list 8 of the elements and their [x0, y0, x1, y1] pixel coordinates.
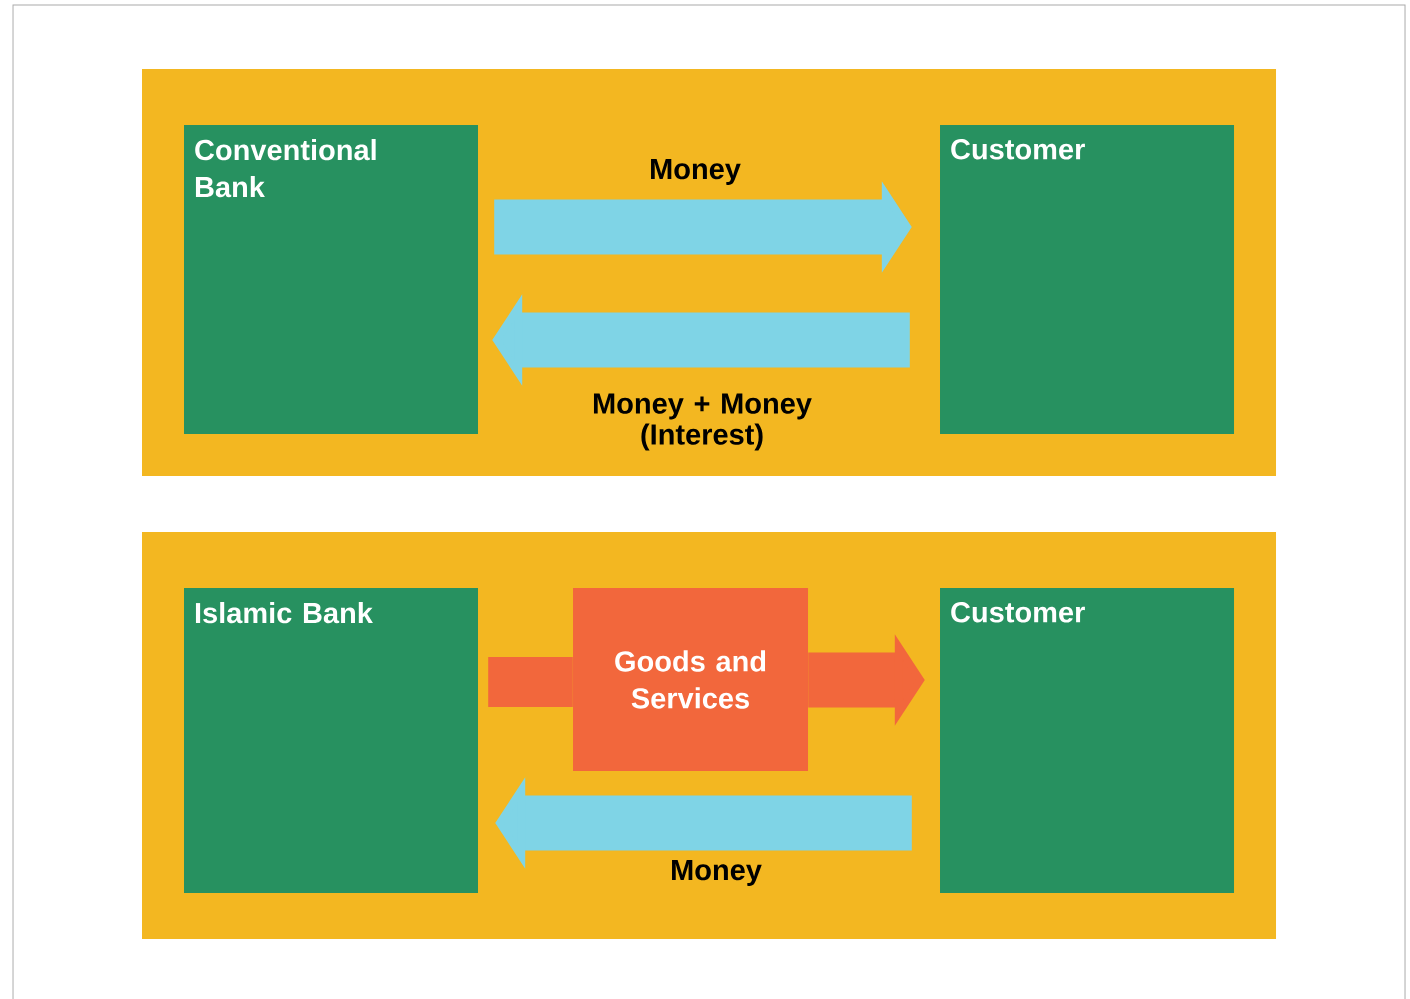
- entity-box: Customer: [940, 125, 1234, 434]
- edge-label: Money: [672, 860, 762, 886]
- entity-box: Customer: [940, 588, 1234, 893]
- entity-box: Conventional Bank: [184, 125, 478, 434]
- item-box: Goods and Services: [573, 588, 808, 771]
- edge-label: Money: [651, 159, 741, 185]
- entity-box: Islamic Bank: [184, 588, 478, 893]
- edge-label: Money + Money (Interest): [594, 393, 812, 451]
